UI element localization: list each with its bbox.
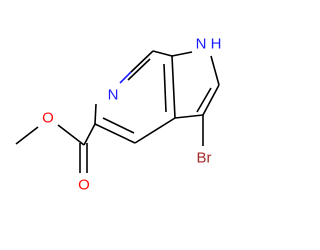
- bond-c2-c3: [202, 84, 220, 116]
- bond-cester-oester: [57, 124, 85, 146]
- bond-c6-c7a: [152, 50, 173, 57]
- atom-bromine: Br: [197, 150, 212, 167]
- bond-c4-c5-inner: [102, 117, 135, 134]
- bond-c7a-c3a: [171, 55, 176, 119]
- atom-o-carbonyl: O: [78, 177, 90, 194]
- bond-oester-methyl: [15, 126, 39, 145]
- bond-n6-c6: [119, 71, 132, 84]
- bond-n6-c6-black: [130, 50, 154, 73]
- atom-n-pyrrole: N: [196, 36, 207, 53]
- bond-c6-c7-inner: [127, 58, 151, 81]
- bond-c4-c5: [94, 123, 136, 144]
- atom-n-pyridine: N: [108, 87, 119, 104]
- molecule-structure: N N H Br O O: [15, 36, 222, 194]
- bond-n1-c2: [210, 55, 220, 86]
- bond-c5-cester: [83, 123, 96, 146]
- bond-c7a-n1: [171, 51, 193, 57]
- bond-c2-c3-inner: [196, 87, 212, 113]
- atom-o-ester: O: [42, 110, 54, 127]
- bond-c5-n6: [94, 103, 97, 125]
- bond-c3-c3a: [174, 114, 204, 119]
- bond-c3a-c4: [134, 117, 176, 144]
- atom-h-pyrrole: H: [211, 36, 222, 53]
- structure-canvas: N N H Br O O: [15, 35, 222, 194]
- bond-c7a-c3a-inner: [163, 63, 167, 113]
